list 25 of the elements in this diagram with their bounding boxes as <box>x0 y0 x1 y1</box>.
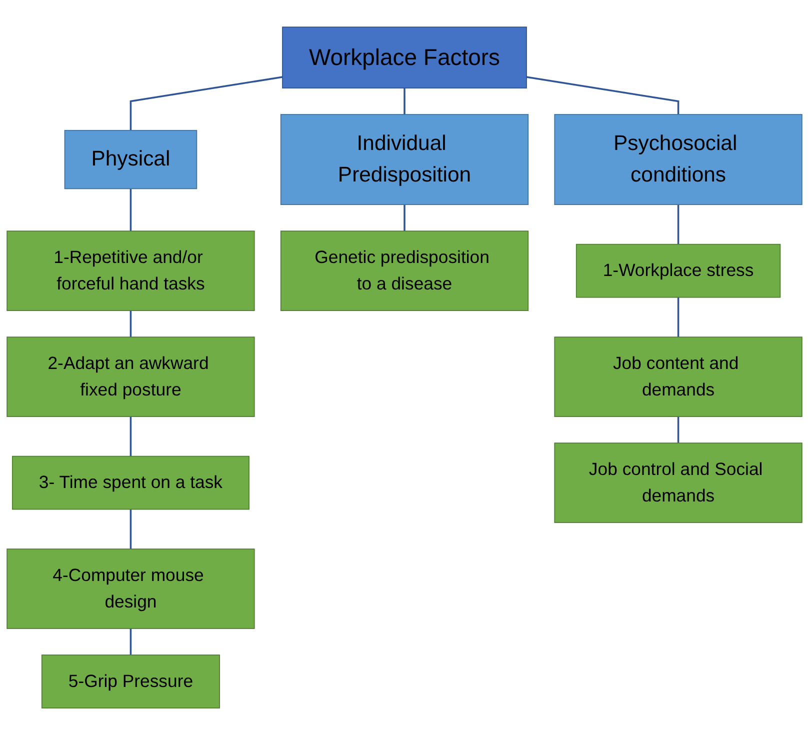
node-box: Physical <box>64 130 198 190</box>
node-box: 2-Adapt an awkward fixed posture <box>6 337 255 418</box>
connector <box>677 298 680 338</box>
node-box: 3- Time spent on a task <box>12 456 250 510</box>
connector <box>130 628 132 656</box>
node-box: Job content and demands <box>554 337 802 418</box>
node-box: Psychosocial conditions <box>554 114 802 206</box>
connector <box>130 76 283 131</box>
connector <box>404 205 406 232</box>
node-box: Job control and Social demands <box>554 443 802 524</box>
connector <box>130 311 132 338</box>
connector <box>130 189 132 232</box>
connector <box>130 417 132 457</box>
node-box: 5-Grip Pressure <box>41 655 220 709</box>
connector <box>526 76 680 115</box>
connector <box>677 417 680 444</box>
connector <box>677 205 680 245</box>
node-box: Individual Predisposition <box>280 114 529 206</box>
connector <box>130 510 132 550</box>
node-box: Genetic predisposition to a disease <box>280 231 529 312</box>
node-box: 4-Computer mouse design <box>6 549 255 630</box>
node-box: Workplace Factors <box>282 27 527 89</box>
node-box: 1-Workplace stress <box>576 244 781 298</box>
connector <box>404 88 406 115</box>
node-box: 1-Repetitive and/or forceful hand tasks <box>6 231 255 312</box>
